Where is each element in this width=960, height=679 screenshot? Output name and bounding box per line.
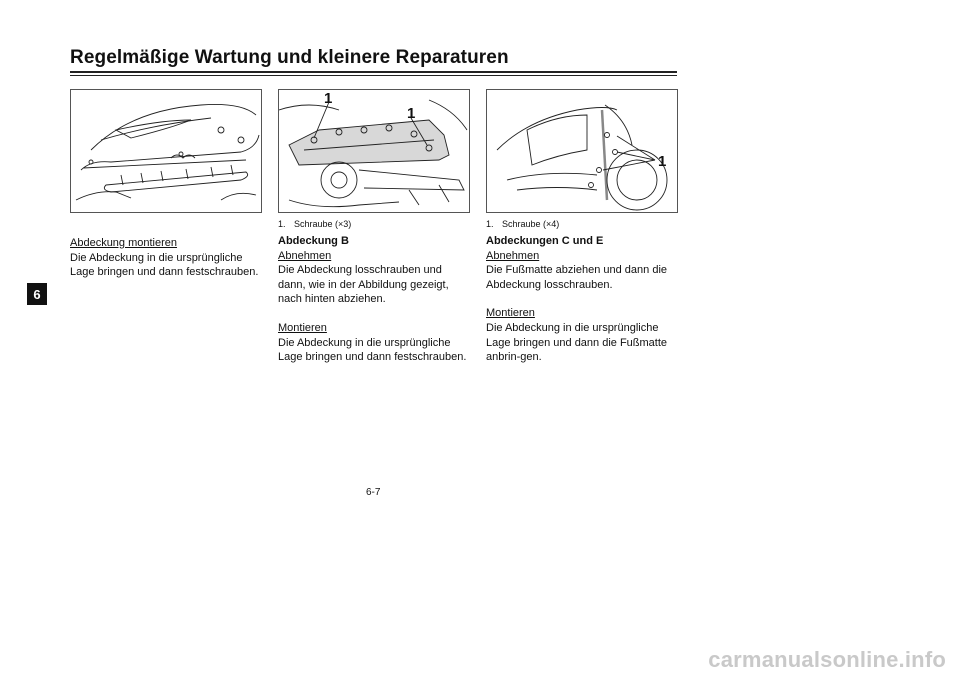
section-heading: Abdeckung montieren [70,237,178,249]
caption-text: Schraube (×3) [294,219,352,229]
page-title: Regelmäßige Wartung und kleinere Reparat… [70,47,509,68]
caption-text: Schraube (×4) [502,219,560,229]
remove-text: Die Abdeckung losschrauben und dann, wie… [278,264,449,306]
caption-number: 1. [278,219,286,229]
install-text: Die Abdeckung in die ursprüngliche Lage … [278,336,467,364]
figure-covers-c-e: 1 [486,89,678,213]
callout-1a: 1 [324,90,332,107]
callout-1: 1 [658,153,666,170]
cover-installation-illustration [75,104,260,201]
subheading-install: Montieren [278,321,327,334]
page-number: 6-7 [366,487,381,498]
figure-caption: 1. Schraube (×3) [278,218,470,230]
figure-caption: 1. Schraube (×4) [486,218,678,230]
section-heading: Abdeckungen C und E [486,235,604,247]
subheading-remove: Abnehmen [486,249,540,262]
figure-cover-installation [70,89,262,213]
callout-1b: 1 [407,105,415,122]
col-cover-install: Abdeckung montieren Die Abdeckung in die… [70,236,260,280]
col-cover-b: 1. Schraube (×3) Abdeckung B Abnehmen Die… [278,218,470,365]
remove-text: Die Fußmatte abziehen und dann die Abdec… [486,264,668,291]
instruction-text: Die Abdeckung in die ursprüngliche Lage … [70,251,259,279]
watermark: carmanualsonline.info [708,647,946,672]
section-heading: Abdeckung B [278,235,349,247]
title-rule [70,71,677,73]
subheading-remove: Abnehmen [278,249,332,262]
title-rule-thin [70,75,677,76]
caption-number: 1. [486,219,494,229]
cover-b-illustration: 1 1 [279,90,468,208]
install-text: Die Abdeckung in die ursprüngliche Lage … [486,321,668,364]
subheading-install: Montieren [486,307,535,320]
col-covers-c-e: 1. Schraube (×4) Abdeckungen C und E Abne… [486,218,678,365]
figure-cover-b: 1 1 [278,89,470,213]
chapter-tab: 6 [27,283,47,305]
covers-c-e-illustration: 1 [496,104,668,211]
